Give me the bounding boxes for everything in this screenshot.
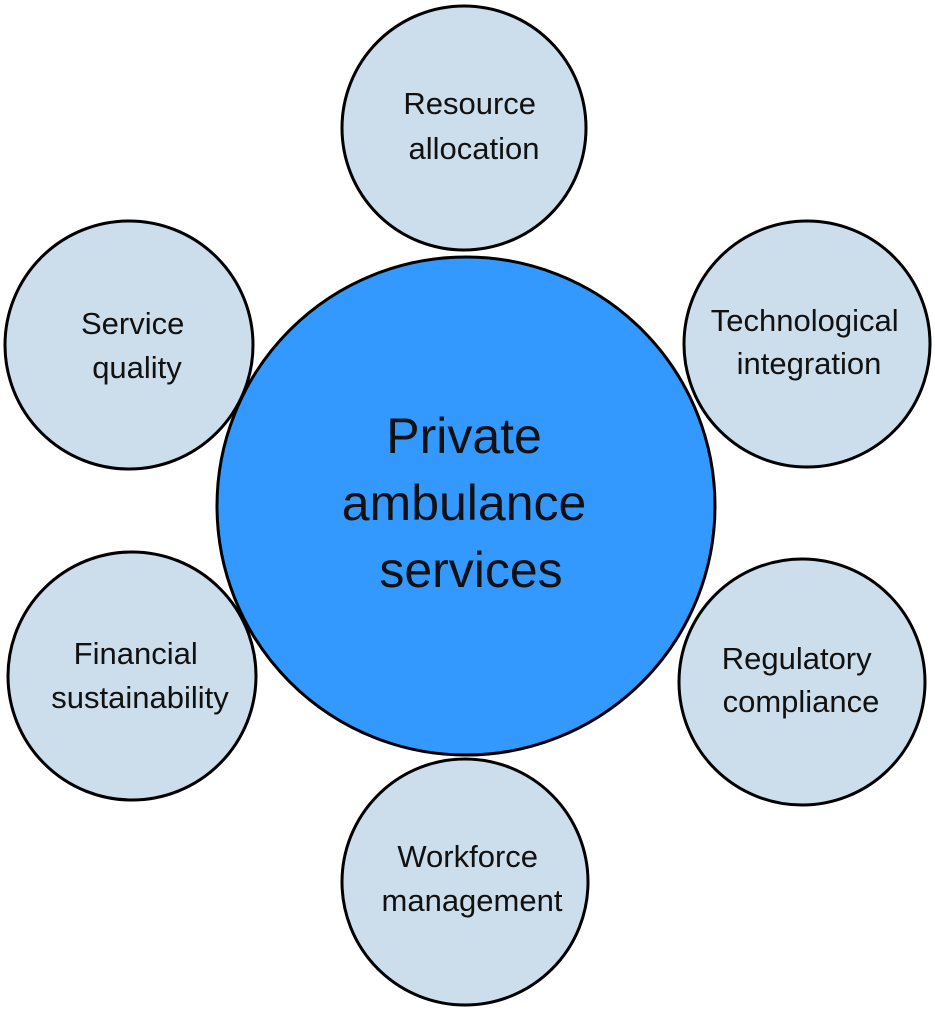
node-label-line-2: sustainability (51, 680, 229, 715)
node-financial-sustainability: Financial sustainability (6, 550, 258, 802)
node-resource-allocation: Resource allocation (340, 4, 588, 252)
center-label-line-1: Private (386, 408, 542, 464)
node-workforce-management: Workforce management (340, 757, 590, 1007)
node-circle (340, 4, 588, 252)
center-node: Private ambulance services (215, 255, 717, 757)
node-label-line-1: Workforce (397, 839, 538, 874)
node-label-line-2: compliance (723, 684, 880, 719)
node-label-line-1: Resource (403, 86, 536, 121)
node-label-line-1: Service (81, 306, 184, 341)
center-label-line-3: services (379, 542, 562, 598)
node-label-line-2: quality (92, 350, 182, 385)
node-regulatory-compliance: Regulatory compliance (677, 557, 927, 807)
node-circle (6, 550, 258, 802)
node-label: Financial sustainability (51, 636, 229, 715)
node-technological-integration: Technological integration (682, 219, 932, 469)
node-label-line-2: management (382, 883, 563, 918)
node-circle (3, 219, 255, 471)
node-label: Technological integration (711, 303, 907, 381)
node-service-quality: Service quality (3, 219, 255, 471)
node-circle (340, 757, 590, 1007)
center-label-line-2: ambulance (342, 475, 587, 531)
center-circle (215, 255, 717, 757)
node-circle (677, 557, 927, 807)
node-label-line-1: Technological (711, 303, 899, 338)
node-label-line-2: integration (737, 346, 882, 381)
node-label: Resource allocation (403, 86, 544, 166)
center-label: Private ambulance services (342, 408, 601, 598)
node-label-line-1: Financial (74, 636, 198, 671)
node-label: Service quality (81, 306, 193, 385)
node-circle (682, 219, 932, 469)
node-label: Workforce management (382, 839, 563, 918)
node-label-line-2: allocation (409, 131, 540, 166)
node-label: Regulatory compliance (722, 641, 881, 719)
node-label-line-1: Regulatory (722, 641, 872, 676)
